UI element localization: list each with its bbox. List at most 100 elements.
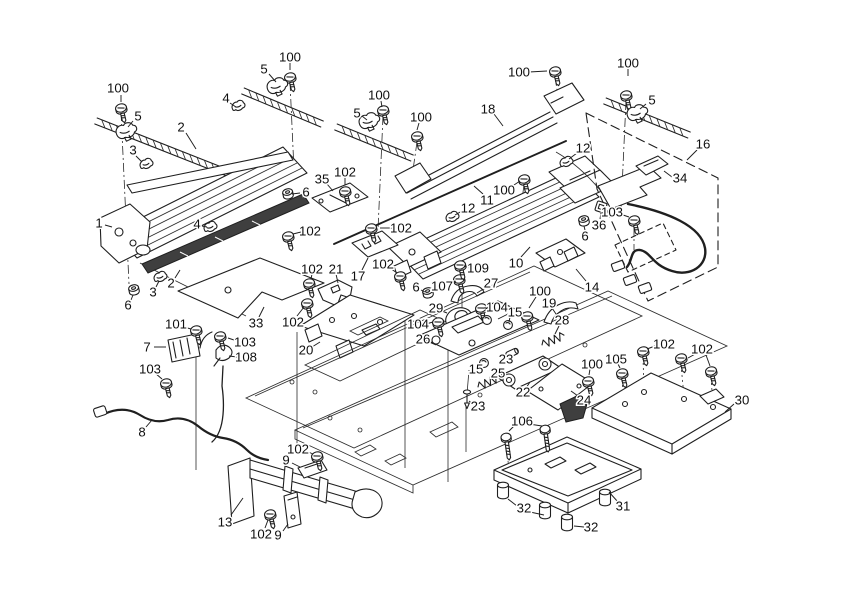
part-number-label: 104 — [486, 300, 508, 315]
leader-line — [588, 368, 591, 376]
part-22-slider — [496, 355, 562, 390]
spring-icon — [539, 330, 567, 350]
rail-hatch-tick — [101, 119, 106, 129]
part-number-label: 33 — [249, 316, 264, 331]
part-number-label: 106 — [511, 414, 533, 429]
part-number-label: 16 — [696, 137, 711, 152]
leader-line — [361, 115, 368, 121]
part-number-label: 34 — [673, 171, 688, 186]
leader-line — [570, 390, 579, 397]
rail-hatch-tick — [108, 122, 113, 132]
part-number-label: 29 — [429, 301, 444, 316]
small-clip-icon — [230, 98, 247, 113]
screw-icon — [410, 130, 427, 153]
leader-line — [268, 73, 277, 83]
part-2-lower-bar — [141, 193, 310, 274]
part-10-rail-assembly — [387, 169, 600, 280]
part-number-label: 19 — [542, 296, 557, 311]
part-number-label: 102 — [691, 342, 713, 357]
leader-line — [145, 419, 153, 428]
rail-hatch-tick — [174, 148, 179, 158]
part-number-label: 36 — [592, 218, 607, 233]
leader-line — [508, 316, 511, 323]
rail-hatch-tick — [610, 99, 615, 109]
rail-hatch-tick — [356, 132, 361, 141]
small-clip-icon — [444, 209, 461, 224]
part-19-lever — [543, 301, 579, 325]
leader-line — [380, 100, 383, 108]
leader-line — [154, 372, 163, 380]
part-number-label: 100 — [410, 110, 432, 125]
part-number-label: 102 — [287, 442, 309, 457]
rail-hatch-tick — [145, 136, 150, 146]
guide-rail — [334, 123, 414, 162]
leader-line — [705, 354, 711, 367]
leader-line — [663, 170, 673, 178]
part-number-label: 1 — [95, 216, 102, 231]
leader-line — [291, 192, 301, 195]
part-number-label: 6 — [302, 185, 309, 200]
chassis-base-pan — [293, 290, 729, 494]
leader-line — [228, 355, 238, 358]
leader-line — [491, 375, 496, 380]
part-34-cable-clip — [635, 155, 669, 176]
rail-hatch-tick — [269, 98, 274, 108]
part-number-label: 24 — [577, 393, 592, 408]
part-number-label: 102 — [334, 165, 356, 180]
screw-icon — [548, 65, 565, 88]
ball-icon — [482, 315, 492, 325]
part-number-label: 6 — [581, 229, 588, 244]
part-number-label: 100 — [279, 50, 301, 65]
rail-hatch-tick — [262, 95, 267, 105]
part-number-label: 2 — [177, 120, 184, 135]
part-number-label: 7 — [143, 340, 150, 355]
part-number-label: 13 — [218, 515, 233, 530]
diagram-parts — [93, 82, 732, 529]
part-number-label: 102 — [653, 337, 675, 352]
rail-edge — [605, 97, 691, 133]
part-number-label: 32 — [584, 520, 599, 535]
screw-icon — [159, 377, 176, 400]
rail-hatch-tick — [152, 139, 157, 149]
part-number-label: 25 — [491, 366, 506, 381]
part-number-label: 105 — [605, 352, 627, 367]
guide-rail — [603, 97, 691, 139]
leader-line — [130, 294, 134, 301]
leader-line — [508, 354, 513, 358]
rail-hatch-tick — [664, 121, 669, 130]
leader-line — [497, 313, 509, 320]
wire-guide-hook — [199, 331, 213, 349]
leader-line — [389, 267, 398, 274]
part-number-label: 104 — [407, 317, 429, 332]
leader-line — [104, 224, 113, 228]
leader-lines-layer — [104, 63, 735, 532]
leader-line — [420, 289, 426, 293]
guide-rail — [94, 117, 230, 177]
part-2-platen-assembly — [112, 146, 308, 259]
part-8-cable — [93, 365, 270, 462]
part-number-label: 101 — [165, 317, 187, 332]
rail-hatch-tick — [679, 127, 684, 137]
part-number-label: 5 — [648, 93, 655, 108]
leader-line — [528, 423, 543, 427]
part-number-label: 107 — [431, 279, 453, 294]
screw-icon — [704, 365, 721, 388]
leader-line — [507, 498, 518, 507]
grommet-icon — [577, 214, 591, 228]
leader-line — [599, 212, 602, 220]
rail-hatch-tick — [248, 89, 253, 99]
part-1-carriage-bracket — [99, 203, 151, 264]
leader-line — [528, 70, 548, 73]
part-24-plate — [526, 363, 594, 423]
part-number-label: 102 — [282, 315, 304, 330]
part-9-bracket-upper — [297, 459, 328, 479]
leader-line — [174, 269, 181, 279]
rail-hatch-tick — [276, 101, 281, 111]
leader-line — [311, 341, 321, 348]
part-number-label: 31 — [616, 499, 631, 514]
leader-line — [425, 321, 434, 325]
leader-line — [724, 403, 735, 413]
part-number-label: 100 — [617, 56, 639, 71]
small-clip-icon — [138, 156, 155, 171]
